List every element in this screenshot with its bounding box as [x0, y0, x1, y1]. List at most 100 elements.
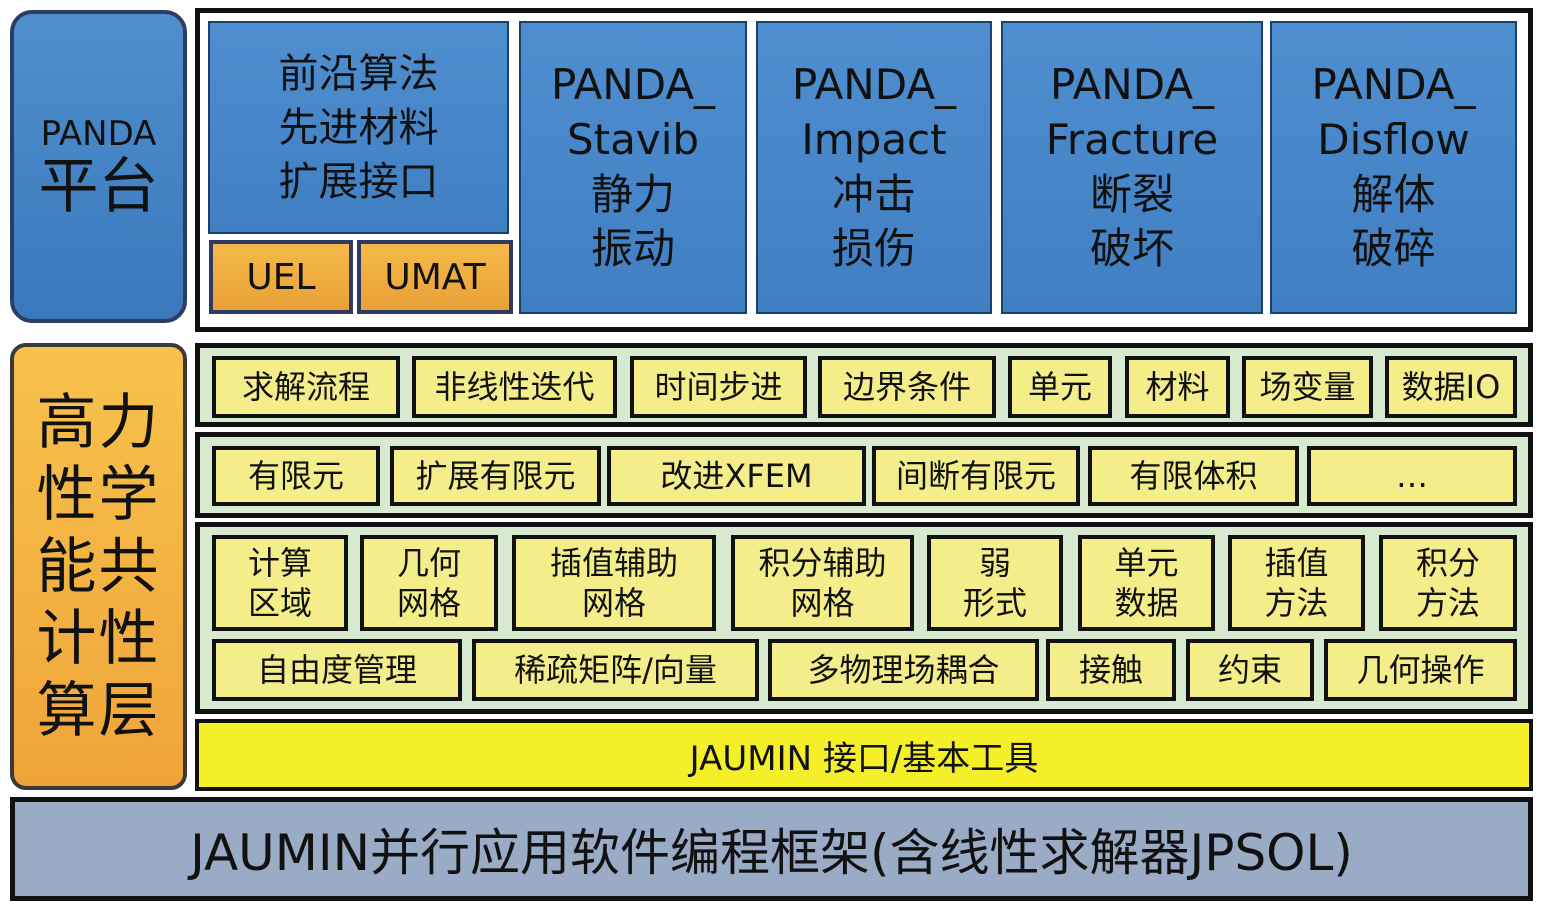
- row2-box: 扩展有限元: [390, 446, 601, 506]
- row2-box: 有限元: [212, 446, 380, 506]
- row1-box: 数据IO: [1385, 356, 1517, 418]
- row2-label: 间断有限元: [895, 456, 1056, 495]
- hpc-line: 性学: [36, 459, 161, 530]
- module-line: PANDA_: [1311, 60, 1476, 110]
- row1-box: 时间步进: [630, 356, 807, 418]
- module-line: 振动: [590, 224, 675, 274]
- module-line: PANDA_: [550, 60, 716, 110]
- module-line: 解体: [1351, 169, 1436, 219]
- row4-label: 多物理场耦合: [807, 650, 1000, 689]
- row1-box: 非线性迭代: [412, 356, 617, 418]
- row3-line: 网格: [396, 584, 461, 622]
- hpc-line: 能共: [36, 531, 161, 602]
- row1-label: 时间步进: [654, 367, 783, 406]
- module-line: Stavib: [566, 114, 700, 164]
- row3-line: 插值: [1264, 544, 1329, 582]
- row3-line: 形式: [962, 584, 1027, 622]
- row3-box: 计算区域: [212, 535, 348, 631]
- row3-box: 积分辅助网格: [731, 535, 914, 631]
- row4-label: 几何操作: [1356, 650, 1485, 689]
- row4-label: 自由度管理: [256, 650, 417, 689]
- module-line: PANDA_: [1049, 60, 1215, 110]
- jaumin-tools-label: JAUMIN 接口/基本工具: [689, 738, 1039, 779]
- module-impact: PANDA_ Impact 冲击 损伤: [756, 21, 992, 314]
- module-line: 损伤: [831, 224, 916, 274]
- jaumin-tools-bar: JAUMIN 接口/基本工具: [195, 719, 1533, 791]
- row4-box: 自由度管理: [212, 639, 462, 701]
- row2-box: …: [1307, 446, 1517, 506]
- framework-bar: JAUMIN并行应用软件编程框架(含线性求解器JPSOL): [10, 797, 1533, 901]
- module-line: 静力: [590, 169, 675, 219]
- row1-box: 单元: [1008, 356, 1112, 418]
- row1-label: 材料: [1145, 367, 1210, 406]
- row2-label: 扩展有限元: [415, 456, 576, 495]
- module-stavib: PANDA_ Stavib 静力 振动: [519, 21, 747, 314]
- row4-box: 多物理场耦合: [768, 639, 1039, 701]
- row3-box: 积分方法: [1379, 535, 1517, 631]
- panda-platform-label: PANDA 平台: [10, 10, 187, 323]
- row3-line: 网格: [790, 584, 855, 622]
- row1-label: 边界条件: [842, 367, 971, 406]
- row2-box: 改进XFEM: [607, 446, 866, 506]
- module-line: Disflow: [1317, 114, 1470, 164]
- frontier-box: 前沿算法 先进材料 扩展接口: [208, 21, 509, 234]
- row1-box: 边界条件: [818, 356, 996, 418]
- row3-box: 插值方法: [1228, 535, 1365, 631]
- row1-label: 非线性迭代: [434, 367, 595, 406]
- umat-label: UMAT: [384, 256, 486, 298]
- row2-box: 间断有限元: [872, 446, 1080, 506]
- row1-label: 数据IO: [1401, 367, 1501, 406]
- frontier-line: 扩展接口: [278, 158, 439, 205]
- module-line: PANDA_: [791, 60, 957, 110]
- hpc-line: 高力: [36, 387, 161, 458]
- module-line: 破坏: [1089, 224, 1174, 274]
- row4-label: 接触: [1078, 650, 1143, 689]
- hpc-layer-label: 高力 性学 能共 计性 算层: [10, 343, 187, 790]
- module-fracture: PANDA_ Fracture 断裂 破坏: [1001, 21, 1263, 314]
- frontier-line: 先进材料: [278, 104, 439, 151]
- row1-box: 求解流程: [212, 356, 400, 418]
- row2-box: 有限体积: [1088, 446, 1299, 506]
- row4-box: 几何操作: [1324, 639, 1517, 701]
- row3-box: 插值辅助网格: [512, 535, 716, 631]
- row3-line: 插值辅助: [549, 544, 678, 582]
- uel-tag: UEL: [209, 240, 353, 314]
- row2-label: …: [1396, 456, 1428, 495]
- row4-box: 约束: [1186, 639, 1314, 701]
- frontier-line: 前沿算法: [278, 50, 439, 97]
- uel-label: UEL: [246, 256, 316, 298]
- row3-box: 弱形式: [927, 535, 1063, 631]
- module-line: 断裂: [1089, 169, 1174, 219]
- row3-line: 弱: [978, 544, 1011, 582]
- module-line: Impact: [801, 114, 947, 164]
- row4-label: 稀疏矩阵/向量: [514, 650, 717, 689]
- row1-box: 场变量: [1242, 356, 1373, 418]
- platform-line1: PANDA: [40, 113, 157, 154]
- module-disflow: PANDA_ Disflow 解体 破碎: [1270, 21, 1517, 314]
- row1-label: 求解流程: [241, 367, 370, 406]
- row3-line: 计算: [247, 544, 312, 582]
- row3-box: 单元数据: [1078, 535, 1215, 631]
- row3-line: 几何: [396, 544, 461, 582]
- module-line: Fracture: [1045, 114, 1219, 164]
- row2-label: 改进XFEM: [660, 456, 813, 495]
- framework-label: JAUMIN并行应用软件编程框架(含线性求解器JPSOL): [190, 824, 1353, 882]
- row4-box: 接触: [1046, 639, 1176, 701]
- hpc-line: 计性: [36, 603, 161, 674]
- umat-tag: UMAT: [357, 240, 513, 314]
- row1-label: 单元: [1027, 367, 1092, 406]
- row3-line: 方法: [1415, 584, 1480, 622]
- row3-box: 几何网格: [360, 535, 498, 631]
- row3-line: 网格: [581, 584, 646, 622]
- platform-line2: 平台: [38, 151, 159, 222]
- row3-line: 积分辅助: [758, 544, 887, 582]
- row4-box: 稀疏矩阵/向量: [472, 639, 759, 701]
- module-line: 冲击: [831, 169, 916, 219]
- row1-label: 场变量: [1259, 367, 1356, 406]
- row2-label: 有限体积: [1129, 456, 1258, 495]
- row4-label: 约束: [1217, 650, 1282, 689]
- row3-line: 单元: [1114, 544, 1179, 582]
- row2-label: 有限元: [247, 456, 344, 495]
- row3-line: 方法: [1264, 584, 1329, 622]
- row3-line: 区域: [247, 584, 312, 622]
